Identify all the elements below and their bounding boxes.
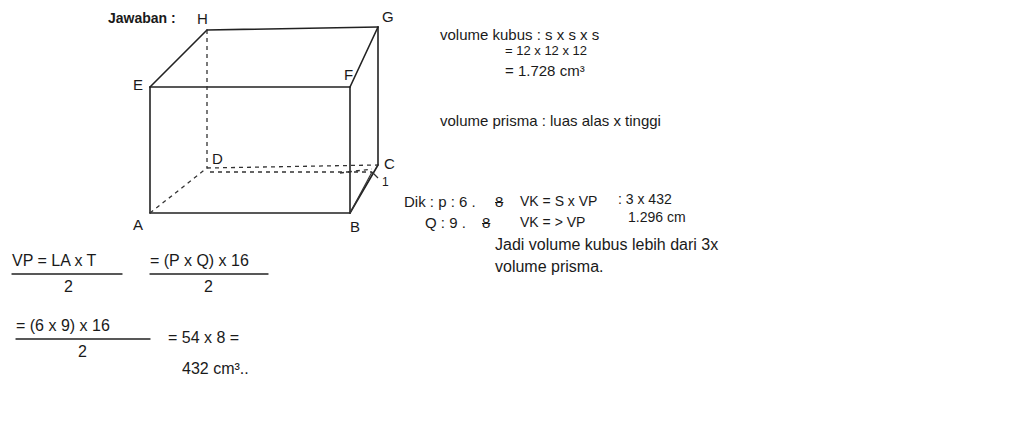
fraction-bar — [150, 273, 268, 274]
result-text: 1.296 cm — [628, 209, 686, 225]
given-text: Dik : p : 6 . — [404, 193, 476, 210]
struck-digit: 8 — [482, 214, 490, 231]
conclusion-text: Jadi volume kubus lebih dari 3x — [495, 236, 718, 254]
vertex-label: C — [384, 155, 395, 172]
denominator: 2 — [204, 278, 213, 296]
vertex-label: A — [133, 216, 143, 233]
vertex-label: G — [382, 8, 394, 25]
formula-text: = (P x Q) x 16 — [150, 252, 249, 270]
denominator: 2 — [78, 343, 87, 361]
result-text: 432 cm³.. — [182, 360, 249, 378]
fraction-bar — [16, 338, 150, 339]
denominator: 2 — [64, 278, 73, 296]
formula-text: VK = S x VP — [520, 193, 597, 209]
formula-text: : 3 x 432 — [618, 191, 672, 207]
formula-text: = 1.728 cm³ — [505, 62, 585, 79]
vertex-label: H — [197, 10, 208, 27]
formula-text: VP = LA x T — [12, 252, 96, 270]
fraction-bar — [12, 273, 122, 274]
formula-text: volume kubus : s x s x s — [440, 26, 599, 43]
dimension-label: 1 — [382, 176, 389, 190]
vertex-label: F — [344, 66, 353, 83]
formula-text: = 54 x 8 = — [168, 329, 239, 347]
vertex-label: B — [350, 218, 360, 235]
formula-text: VK = > VP — [520, 214, 585, 230]
conclusion-text: volume prisma. — [495, 258, 603, 276]
struck-digit: 8 — [495, 193, 503, 210]
formula-text: volume prisma : luas alas x tinggi — [440, 112, 661, 129]
vertex-label: D — [212, 150, 223, 167]
heading-label: Jawaban : — [108, 10, 176, 26]
given-text: Q : 9 . — [425, 214, 466, 231]
vertex-label: E — [133, 76, 143, 93]
formula-text: = (6 x 9) x 16 — [16, 317, 110, 335]
formula-text: = 12 x 12 x 12 — [505, 44, 587, 59]
